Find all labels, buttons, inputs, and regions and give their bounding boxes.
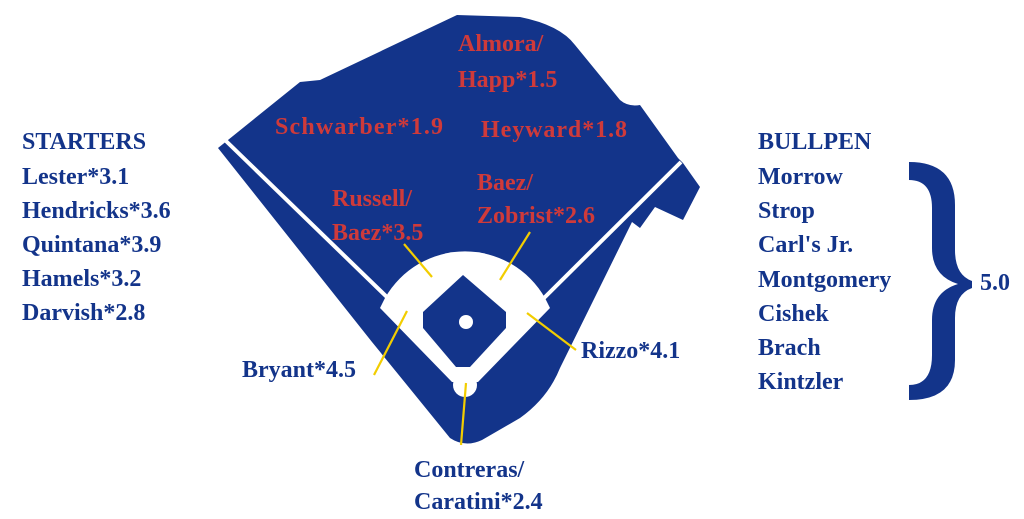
starter-item: Hendricks*3.6: [22, 198, 171, 224]
bullpen-item: Cishek: [758, 301, 829, 327]
pointer-shortstop: [403, 243, 433, 278]
bullpen-item: Kintzler: [758, 369, 844, 395]
label-first: Rizzo*4.1: [581, 338, 680, 364]
bullpen-list: BULLPEN Morrow Strop Carl's Jr. Montgome…: [758, 129, 891, 395]
label-catcher-2: Caratini*2.4: [414, 489, 543, 515]
bullpen-title: BULLPEN: [758, 129, 872, 155]
starters-list: STARTERS Lester*3.1 Hendricks*3.6 Quinta…: [22, 129, 171, 326]
bullpen-item: Brach: [758, 335, 821, 361]
starter-item: Darvish*2.8: [22, 300, 145, 326]
pitchers-mound: [459, 315, 473, 329]
bullpen-item: Strop: [758, 198, 815, 224]
starter-item: Lester*3.1: [22, 164, 129, 190]
curly-brace-icon: [909, 162, 972, 400]
starters-title: STARTERS: [22, 129, 146, 155]
field-outline: [218, 15, 700, 444]
bullpen-item: Carl's Jr.: [758, 232, 853, 258]
pointer-first: [526, 312, 577, 351]
label-shortstop-1: Russell/: [332, 186, 412, 212]
bullpen-total: 5.0: [980, 270, 1010, 296]
label-left: Schwarber*1.9: [275, 114, 443, 140]
pointer-third: [373, 310, 408, 376]
left-foul-line: [224, 139, 394, 304]
starter-item: Quintana*3.9: [22, 232, 161, 258]
label-catcher-1: Contreras/: [414, 457, 525, 483]
label-second-2: Zobrist*2.6: [477, 203, 595, 229]
bullpen-item: Montgomery: [758, 267, 891, 293]
right-foul-line: [538, 160, 683, 304]
bullpen-item: Morrow: [758, 164, 844, 190]
label-shortstop-2: Baez*3.5: [332, 220, 423, 246]
pointer-catcher: [459, 382, 468, 446]
label-right: Heyward*1.8: [481, 117, 627, 143]
label-third: Bryant*4.5: [242, 357, 356, 383]
pointer-second: [499, 231, 531, 281]
starter-item: Hamels*3.2: [22, 266, 141, 292]
label-center-2: Happ*1.5: [458, 67, 557, 93]
label-second-1: Baez/: [477, 170, 533, 196]
label-center-1: Almora/: [458, 31, 544, 57]
